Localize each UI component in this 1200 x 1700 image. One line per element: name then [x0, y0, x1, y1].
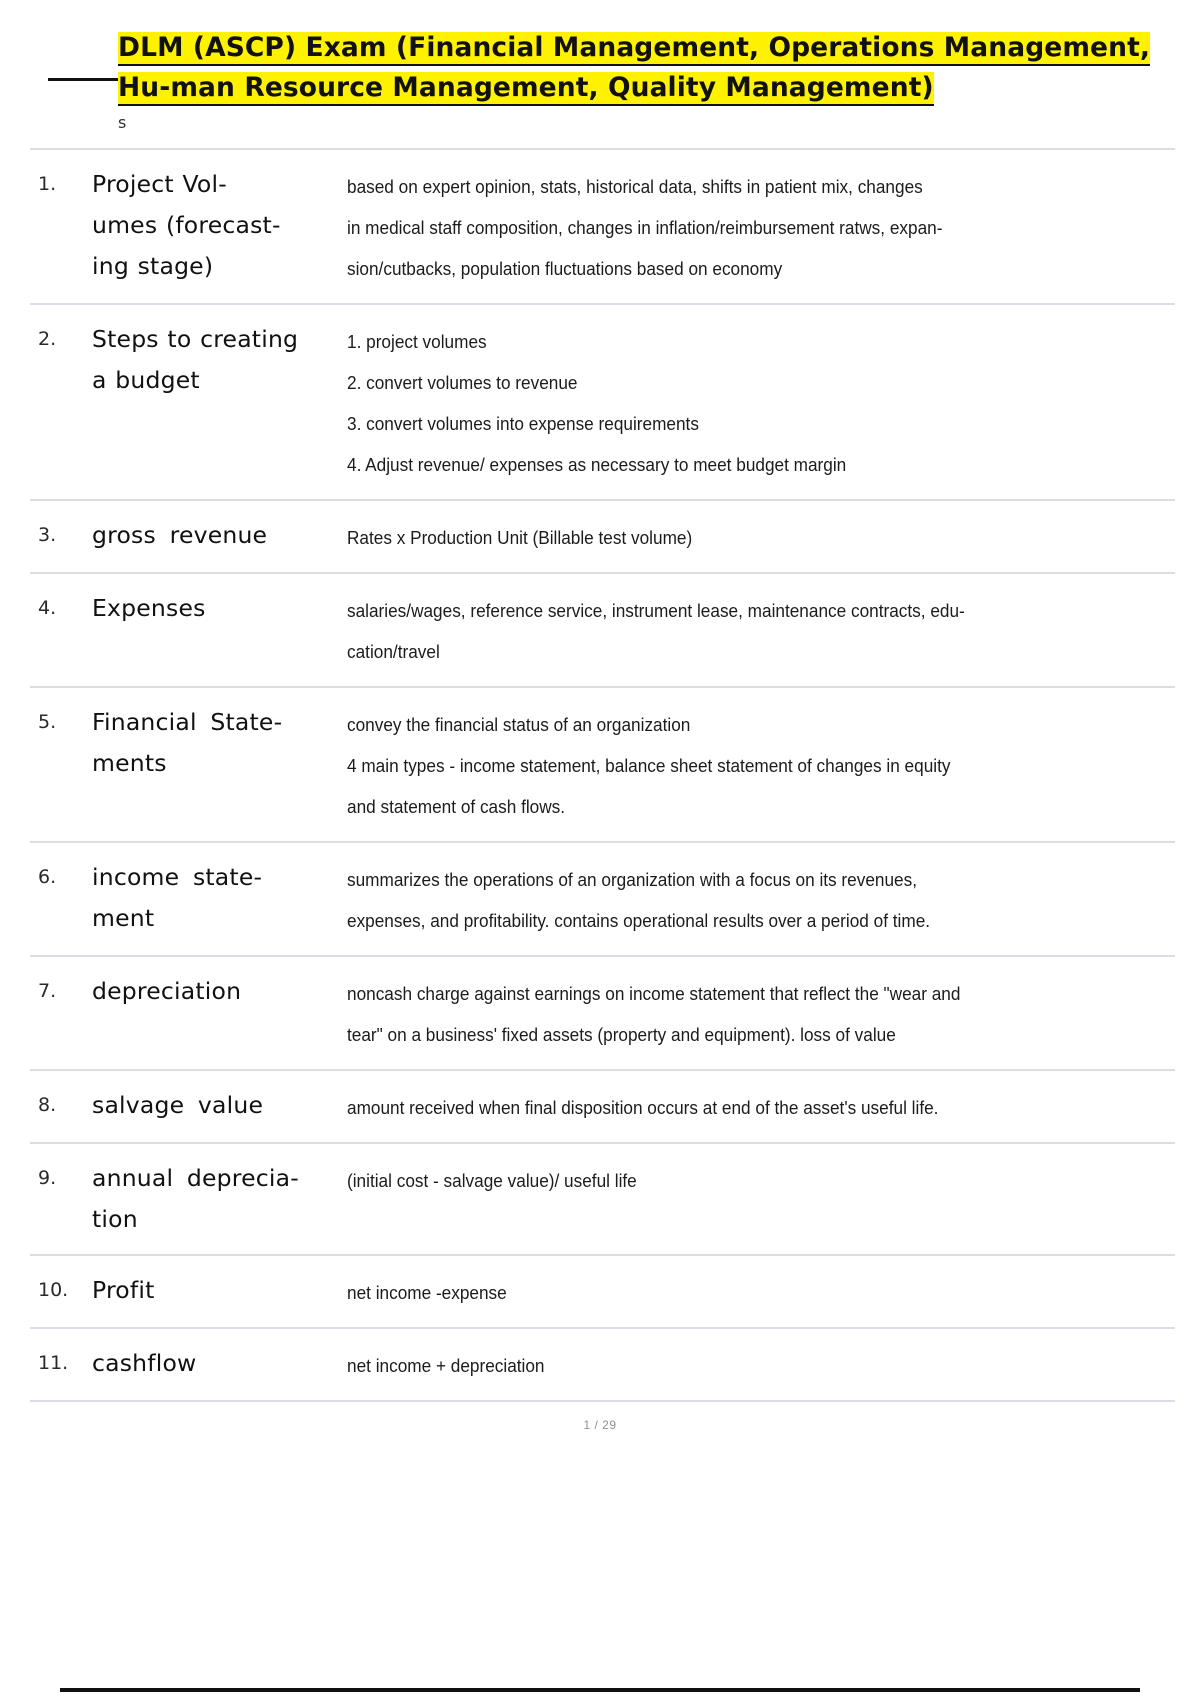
row-term: Expenses: [92, 594, 206, 622]
row-term: depreciation: [92, 977, 242, 1005]
row-definition: 1. project volumes 2. convert volumes to…: [347, 331, 847, 475]
row-term: Project Vol- umes (forecast- ing stage): [92, 170, 281, 280]
row-number: 5.: [38, 711, 57, 733]
document-title-block: DLM (ASCP) Exam (Financial Management, O…: [0, 28, 1200, 123]
row-term: Steps to creating a budget: [92, 325, 299, 394]
page-title-line-2: Hu-man Resource Management, Quality Mana…: [118, 72, 934, 104]
row-definition: net income + depreciation: [347, 1355, 545, 1376]
row-term: salvage value: [92, 1091, 264, 1119]
row-definition: salaries/wages, reference service, instr…: [347, 600, 965, 662]
row-number: 11.: [38, 1352, 69, 1374]
row-term: annual deprecia- tion: [92, 1164, 299, 1233]
table-row: 3. gross revenue Rates x Production Unit…: [30, 499, 1175, 572]
row-definition: Rates x Production Unit (Billable test v…: [347, 527, 693, 548]
table-row: 2. Steps to creating a budget 1. project…: [30, 303, 1175, 499]
row-term: income state- ment: [92, 863, 263, 932]
row-term: Financial State- ments: [92, 708, 283, 777]
flashcard-table: 1. Project Vol- umes (forecast- ing stag…: [30, 148, 1175, 1402]
row-definition: based on expert opinion, stats, historic…: [347, 176, 943, 279]
table-row: 10. Profit net income -expense: [30, 1254, 1175, 1327]
row-definition: convey the financial status of an organi…: [347, 714, 951, 817]
row-number: 10.: [38, 1279, 69, 1301]
table-row: 8. salvage value amount received when fi…: [30, 1069, 1175, 1142]
bottom-rule: [60, 1688, 1140, 1692]
table-row: 6. income state- ment summarizes the ope…: [30, 841, 1175, 955]
row-definition: amount received when final disposition o…: [347, 1097, 939, 1118]
table-row: 7. depreciation noncash charge against e…: [30, 955, 1175, 1069]
table-row: 9. annual deprecia- tion (initial cost -…: [30, 1142, 1175, 1254]
table-row: 11. cashflow net income + depreciation: [30, 1327, 1175, 1402]
row-term: cashflow: [92, 1349, 197, 1377]
stray-character: s: [118, 113, 127, 132]
row-number: 1.: [38, 173, 57, 195]
title-leader-rule: [48, 78, 120, 81]
row-definition: noncash charge against earnings on incom…: [347, 983, 961, 1045]
page-title-line-1: DLM (ASCP) Exam (Financial Management, O…: [118, 32, 1151, 64]
row-number: 6.: [38, 866, 57, 888]
page-indicator: 1 / 29: [583, 1418, 617, 1432]
row-number: 2.: [38, 328, 57, 350]
row-term: gross revenue: [92, 521, 268, 549]
row-number: 3.: [38, 524, 57, 546]
row-number: 4.: [38, 597, 57, 619]
page-title: DLM (ASCP) Exam (Financial Management, O…: [118, 28, 1200, 108]
row-number: 7.: [38, 980, 57, 1002]
row-definition: summarizes the operations of an organiza…: [347, 869, 931, 931]
table-row: 5. Financial State- ments convey the fin…: [30, 686, 1175, 841]
row-term: Profit: [92, 1276, 155, 1304]
row-number: 8.: [38, 1094, 57, 1116]
row-definition: net income -expense: [347, 1282, 507, 1303]
table-row: 1. Project Vol- umes (forecast- ing stag…: [30, 148, 1175, 303]
row-number: 9.: [38, 1167, 57, 1189]
row-definition: (initial cost - salvage value)/ useful l…: [347, 1170, 637, 1191]
table-row: 4. Expenses salaries/wages, reference se…: [30, 572, 1175, 686]
